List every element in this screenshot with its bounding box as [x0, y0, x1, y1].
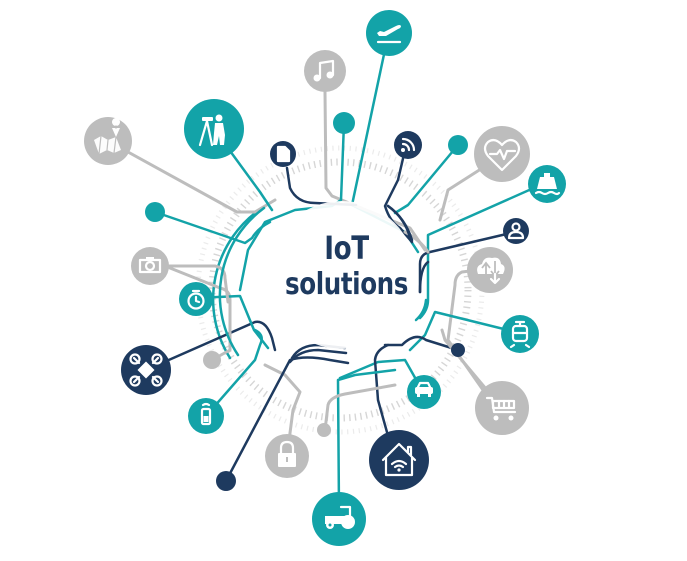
camera-icon	[138, 257, 162, 274]
center-disc	[268, 201, 416, 349]
inner-teal-arc-right	[414, 298, 428, 322]
inner-navy-arc-bottom	[288, 348, 348, 364]
document-icon	[276, 145, 291, 163]
map-node[interactable]	[84, 117, 132, 165]
smart-home-node[interactable]	[369, 430, 429, 490]
document-node[interactable]	[270, 141, 296, 167]
mobile-phone-icon	[200, 402, 212, 426]
teal-dot-top	[333, 112, 355, 134]
ship-icon	[534, 173, 561, 196]
health-node[interactable]	[474, 126, 530, 182]
airplane-takeoff-icon	[376, 25, 402, 44]
cloud-node[interactable]	[467, 247, 513, 293]
wireless-signal-icon	[401, 137, 416, 152]
shopping-cart-icon	[485, 396, 517, 421]
train-icon	[509, 320, 531, 349]
tractor-node[interactable]	[312, 492, 366, 546]
title-iot: IoT	[324, 229, 369, 267]
drone-node[interactable]	[121, 345, 171, 395]
inner-navy-arc-right	[418, 260, 430, 294]
music-node[interactable]	[304, 50, 346, 92]
navy-dot-bottom	[216, 471, 236, 491]
gray-dot-left	[203, 351, 221, 369]
surveyor-node[interactable]	[184, 99, 244, 159]
heart-pulse-icon	[483, 138, 521, 172]
lock-node[interactable]	[265, 434, 309, 478]
connectors	[106, 43, 547, 512]
tractor-icon	[325, 505, 355, 529]
car-icon	[415, 381, 433, 397]
cloud-sync-icon	[477, 257, 505, 285]
surveyor-tripod-icon	[198, 114, 225, 147]
dot-terminals	[145, 112, 468, 491]
padlock-icon	[278, 440, 296, 467]
smart-home-icon	[381, 442, 417, 477]
teal-dot-right	[448, 135, 468, 155]
car-node[interactable]	[407, 375, 441, 409]
map-pin-icon	[94, 117, 121, 155]
user-icon	[507, 222, 525, 240]
stopwatch-icon	[187, 289, 205, 310]
teal-dot-left	[145, 202, 165, 222]
cart-node[interactable]	[475, 381, 529, 435]
user-node[interactable]	[503, 218, 529, 244]
rss-node[interactable]	[394, 131, 422, 159]
music-note-icon	[313, 59, 335, 82]
ship-node[interactable]	[528, 165, 566, 203]
navy-dot-right	[451, 343, 465, 357]
phone-node[interactable]	[188, 398, 224, 434]
stopwatch-node[interactable]	[179, 282, 213, 316]
inner-teal-arc	[218, 206, 266, 357]
title-solutions: solutions	[284, 267, 409, 302]
train-node[interactable]	[501, 315, 539, 353]
drone-icon	[129, 353, 163, 387]
airplane-node[interactable]	[366, 10, 412, 56]
gray-dot-bottom	[317, 423, 331, 437]
inner-navy-arc-top	[386, 204, 412, 240]
camera-node[interactable]	[131, 247, 169, 285]
